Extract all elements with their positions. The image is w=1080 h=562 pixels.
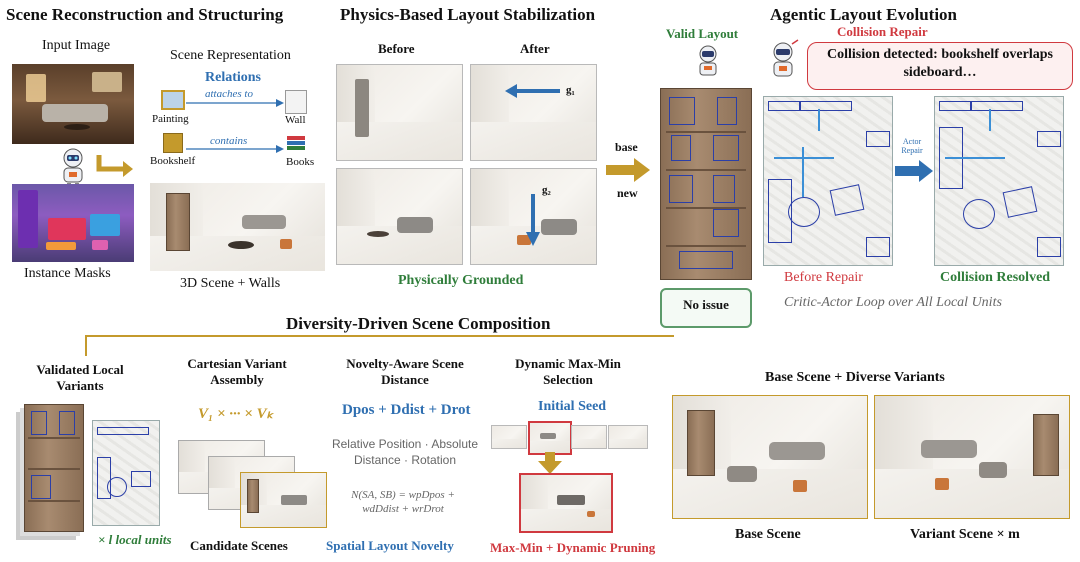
wall-icon [285,90,307,114]
before-image-1 [336,64,463,161]
no-issue-badge [660,288,752,328]
collision-repair-label: Collision Repair [837,24,928,39]
seed-thumb-3 [571,425,607,449]
seed-thumb-1 [491,425,527,449]
wall-label: Wall [285,114,306,126]
new-label: new [617,186,638,200]
section-title-reconstruction: Scene Reconstruction and Structuring [6,5,284,24]
critic-actor-loop-label: Critic-Actor Loop over All Local Units [784,295,1002,310]
contains-label: contains [210,135,248,147]
bookshelf-label: Bookshelf [150,155,196,167]
base-label: base [615,140,638,154]
books-icon [287,136,305,140]
variant-scene-label: Variant Scene × m [910,527,1020,542]
base-new-arrow [606,158,650,182]
robot-icon-3 [773,39,799,77]
selected-scene [519,473,613,533]
base-diverse-label: Base Scene + Diverse Variants [765,370,945,385]
novelty-formula: N(SA, SB) = wpDpos + wdDdist + wrDrot [351,489,455,516]
instance-masks-label: Instance Masks [24,266,111,281]
3d-scene-label: 3D Scene + Walls [180,276,281,291]
no-issue-label: No issue [683,297,729,312]
after-image-2 [470,168,597,265]
g1-label: g₁ [566,84,575,96]
actor-repair-label: Actor Repair [901,137,923,155]
initial-seed-label: Initial Seed [538,399,607,414]
maxmin-pruning-label: Max-Min + Dynamic Pruning [490,540,656,555]
books-label: Books [286,156,315,168]
g2-arrow [526,194,540,246]
3d-scene-image [150,183,325,271]
dynamic-maxmin-label: Dynamic Max-Min Selection [515,356,621,387]
seed-thumb-4 [608,425,648,449]
branch-arrow-icon [96,155,133,177]
physically-grounded-label: Physically Grounded [398,273,524,288]
robot-icon-1 [63,148,83,189]
seed-thumb-2 [528,421,572,455]
section-title-physics: Physics-Based Layout Stabilization [340,5,596,24]
before-repair-label: Before Repair [784,270,863,285]
base-scene-label: Base Scene [735,527,801,542]
attaches-to-label: attaches to [205,88,253,100]
collision-resolved-plan [934,96,1064,266]
contains-arrow [186,145,284,153]
scene-representation-label: Scene Representation [170,48,291,63]
validated-variants-label: Validated Local Variants [36,362,124,393]
valid-layout-shelf [660,88,752,280]
before-image-2 [336,168,463,265]
input-image-label: Input Image [42,38,111,53]
robot-icon-2 [699,45,717,76]
cartesian-label: Cartesian Variant Assembly [187,356,287,387]
valid-layout-label: Valid Layout [666,26,739,41]
section-title-diversity: Diversity-Driven Scene Composition [286,314,551,333]
bookshelf-icon [163,133,183,153]
after-label: After [520,41,550,56]
attaches-arrow [186,99,284,107]
before-label: Before [378,41,415,56]
collision-message: Collision detected: bookshelf overlaps s… [827,47,1053,80]
input-image [12,64,134,144]
distance-sum: Dpos + Ddist + Drot [342,402,471,418]
novelty-label: Novelty-Aware Scene Distance [346,356,464,387]
g1-arrow [505,84,560,98]
spatial-novelty-label: Spatial Layout Novelty [326,538,454,553]
after-image-1 [470,64,597,161]
instance-masks-image [12,184,134,262]
base-scene-image [672,395,868,519]
painting-label: Painting [152,113,189,125]
section-title-agentic: Agentic Layout Evolution [770,5,958,24]
candidate-scene-3 [240,472,327,528]
before-repair-plan [763,96,893,266]
diversity-bracket-line [85,335,674,356]
collision-message-box [807,42,1073,90]
g2-label: g₂ [542,184,551,196]
selection-down-arrow [538,452,562,474]
candidate-scenes-label: Candidate Scenes [190,538,288,553]
local-units-label: × l local units [98,532,172,547]
distance-components: Relative Position · Absolute Distance · … [331,437,479,468]
painting-icon [161,90,185,110]
cartesian-formula: V₁ × ··· × Vₖ [198,406,273,422]
relations-label: Relations [205,70,261,85]
validated-shelf-stack [24,404,84,532]
validated-plan [92,420,160,526]
actor-repair-arrow [895,160,933,182]
collision-resolved-label: Collision Resolved [940,270,1051,285]
variant-scene-image [874,395,1070,519]
